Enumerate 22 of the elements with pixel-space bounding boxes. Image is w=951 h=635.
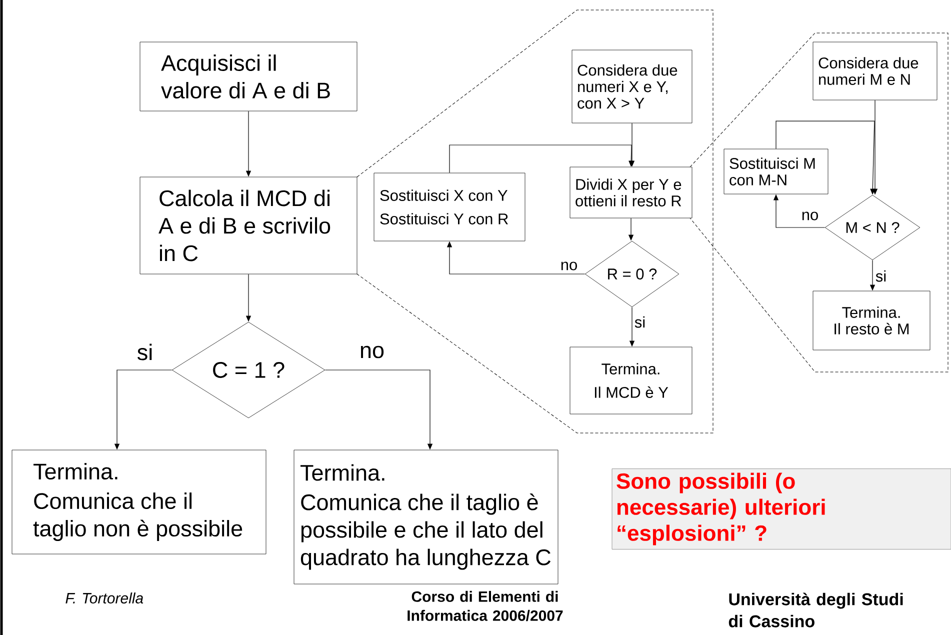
process-box: Dividi X per Y e ottieni il resto R [570, 166, 692, 218]
edge-label: no [360, 346, 384, 358]
process-box: Sostituisci M con M-N [724, 148, 828, 194]
process-box: Calcola il MCD di A e di B e scrivilo in C [140, 176, 358, 274]
university-name: Università degli Studi di Cassino [728, 592, 903, 628]
question-box: Sono possibili (o necessarie) ulteriori “esplosioni” ? [612, 468, 951, 550]
edge-label: si [138, 344, 152, 360]
edge-label: no [802, 212, 818, 220]
edge-label: no [561, 262, 577, 270]
process-box: Termina. Comunica che il taglio è possibile e che il lato del quadrato ha lunghezza C [294, 450, 558, 584]
process-box: Termina. Il resto è M [812, 290, 930, 350]
arrow [449, 144, 634, 174]
process-box: Considera due numeri M e N [812, 42, 938, 100]
process-box: Sostituisci X con Y Sostituisci Y con R [374, 172, 526, 242]
edge-label: si [876, 270, 886, 282]
process-box: Termina. Comunica che il taglio non è possibile [12, 450, 266, 554]
author-name: F. Tortorella [66, 592, 144, 604]
process-box: Considera due numeri X e Y, con X > Y [572, 50, 692, 124]
process-box: Termina. Il MCD è Y [570, 346, 692, 414]
zoom-panel [690, 32, 948, 372]
edge-label: si [634, 316, 645, 328]
process-box: Acquisisci il valore di A e di B [140, 42, 358, 112]
